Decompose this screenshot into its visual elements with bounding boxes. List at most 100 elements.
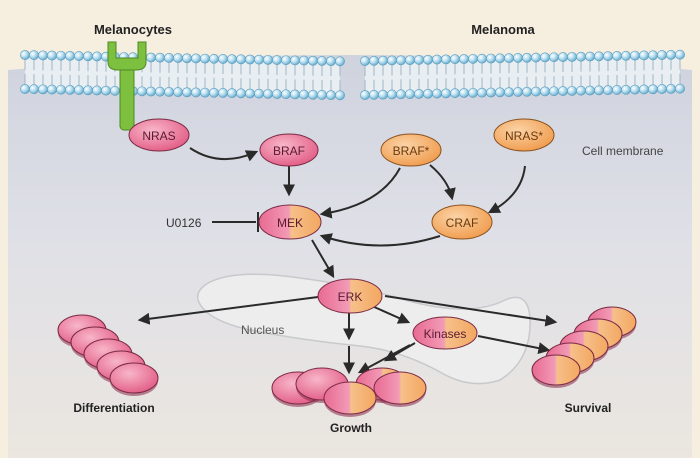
receptor-icon bbox=[107, 41, 147, 131]
node-nras-mutant: NRAS* bbox=[493, 118, 555, 152]
arrow-erk-differentiation bbox=[137, 296, 319, 325]
arrow-nras-braf bbox=[189, 147, 259, 162]
membrane-bead bbox=[209, 53, 219, 64]
node-kinases-label: Kinases bbox=[424, 327, 467, 341]
membrane-bead bbox=[227, 88, 237, 99]
arrow-mek-erk bbox=[311, 239, 335, 279]
node-nras-label: NRAS bbox=[142, 129, 175, 143]
node-braf-mutant: BRAF* bbox=[380, 133, 442, 167]
membrane-bead bbox=[504, 87, 514, 98]
membrane-bead bbox=[459, 54, 469, 64]
membrane-bead bbox=[290, 55, 300, 66]
membrane-bead bbox=[441, 88, 451, 99]
membrane-bead bbox=[164, 52, 174, 63]
membrane-bead bbox=[549, 86, 559, 97]
membrane-bead bbox=[173, 53, 183, 63]
membrane-bead bbox=[308, 55, 318, 66]
membrane-bead bbox=[182, 87, 192, 98]
arrow-brafmut-mek bbox=[319, 167, 401, 219]
membrane-bead bbox=[56, 50, 66, 61]
differentiation-stack bbox=[57, 314, 159, 396]
membrane-bead bbox=[254, 88, 264, 99]
membrane-bead bbox=[326, 90, 336, 101]
membrane-bead bbox=[432, 88, 442, 99]
membrane-bead bbox=[146, 86, 156, 97]
membrane-bead bbox=[468, 53, 478, 64]
membrane-bead bbox=[387, 55, 397, 66]
membrane-bead bbox=[621, 50, 631, 61]
arrow-nrasmut-craf bbox=[487, 165, 526, 214]
membrane-bead bbox=[468, 87, 478, 98]
heading-melanoma: Melanoma bbox=[471, 22, 535, 37]
arrow-erk-kinases bbox=[371, 305, 411, 324]
membrane-bead bbox=[47, 84, 57, 95]
membrane-bead bbox=[369, 55, 379, 66]
membrane-bead bbox=[317, 90, 327, 100]
node-erk-label: ERK bbox=[338, 290, 363, 304]
node-craf: CRAF bbox=[431, 204, 493, 240]
membrane-bead bbox=[83, 51, 93, 62]
node-nras-mutant-label: NRAS* bbox=[505, 129, 543, 143]
membrane-bead bbox=[182, 53, 192, 64]
membrane-bead bbox=[648, 84, 658, 95]
membrane-bead bbox=[576, 51, 586, 62]
membrane-bead bbox=[56, 84, 66, 95]
heading-melanocytes: Melanocytes bbox=[94, 22, 172, 37]
membrane-bead bbox=[299, 55, 309, 66]
membrane-bead bbox=[191, 87, 201, 98]
growth-label: Growth bbox=[330, 421, 372, 435]
membrane-bead bbox=[38, 50, 48, 61]
membrane-bead bbox=[630, 50, 640, 61]
membrane-bead bbox=[432, 54, 442, 65]
membrane-bead bbox=[558, 52, 568, 62]
membrane-bead bbox=[74, 51, 84, 61]
membrane-bead bbox=[272, 89, 282, 99]
membrane-bead bbox=[378, 55, 388, 66]
membrane-bead bbox=[263, 54, 273, 65]
membrane-bead bbox=[594, 85, 604, 96]
membrane-bead bbox=[549, 52, 559, 63]
membrane-bead bbox=[335, 56, 345, 67]
survival-label: Survival bbox=[565, 401, 612, 415]
membrane-bead bbox=[155, 86, 165, 97]
membrane-bead bbox=[675, 83, 685, 94]
membrane-bead bbox=[218, 88, 228, 98]
membrane-bead bbox=[209, 87, 219, 98]
membrane-bead bbox=[387, 89, 397, 100]
membrane-bead bbox=[29, 50, 39, 61]
membrane-bead bbox=[630, 84, 640, 95]
membrane-bead bbox=[540, 86, 550, 97]
membrane-bead bbox=[191, 53, 201, 64]
arrow-kinases-survival bbox=[477, 335, 551, 355]
arrow-kinases-growth-b bbox=[357, 344, 411, 374]
membrane-bead bbox=[245, 54, 255, 65]
membrane-bead bbox=[423, 88, 433, 99]
membrane-bead bbox=[495, 87, 505, 98]
membrane-bead bbox=[335, 90, 345, 101]
membrane-bead bbox=[218, 54, 228, 64]
node-braf: BRAF bbox=[259, 133, 319, 167]
membrane-bead bbox=[621, 84, 631, 95]
membrane-bead bbox=[504, 53, 514, 64]
membrane-bead bbox=[522, 86, 532, 97]
membrane-bead bbox=[396, 89, 406, 100]
membrane-bead bbox=[378, 89, 388, 100]
node-mek: MEK bbox=[258, 204, 322, 240]
membrane-bead bbox=[522, 52, 532, 63]
node-braf-mutant-label: BRAF* bbox=[393, 144, 430, 158]
pathway-arrows bbox=[137, 147, 558, 375]
node-craf-label: CRAF bbox=[446, 216, 479, 230]
membrane-bead bbox=[603, 51, 613, 62]
membrane-bead bbox=[585, 51, 595, 62]
membrane-bead bbox=[477, 53, 487, 64]
membrane-bead bbox=[540, 52, 550, 63]
membrane-bead bbox=[657, 84, 667, 94]
membrane-bead bbox=[612, 51, 622, 61]
membrane-bead bbox=[441, 54, 451, 65]
membrane-bead bbox=[603, 85, 613, 96]
membrane-bead bbox=[576, 85, 586, 96]
membrane-bead bbox=[666, 83, 676, 94]
membrane-bead bbox=[38, 84, 48, 95]
membrane-bead bbox=[369, 89, 379, 100]
